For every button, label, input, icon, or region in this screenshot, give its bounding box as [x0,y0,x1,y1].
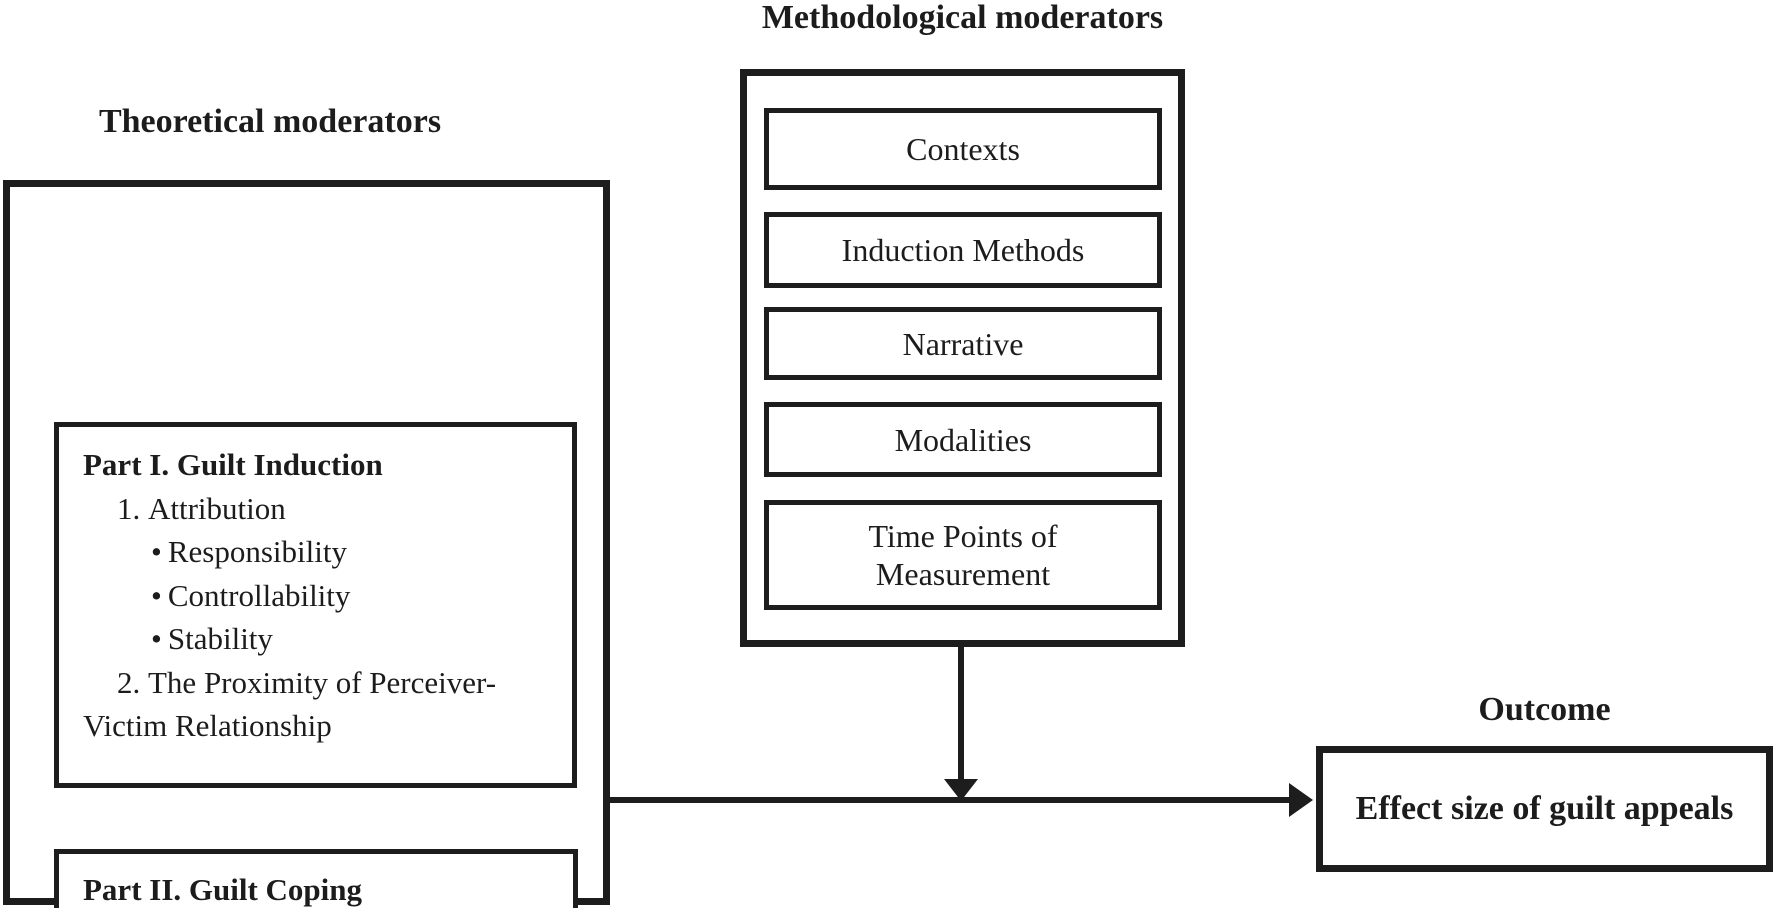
bullet-icon: • [151,577,162,613]
part2-guilt-coping-box: Part II. Guilt Coping 1. Recommendation … [54,849,578,908]
modalities-box: Modalities [764,402,1162,477]
moderation-arrow-line [958,647,964,780]
bullet-icon: • [151,534,162,569]
part1-item-attribution: 1. Attribution [117,490,286,526]
part1-bullet-responsibility: •Responsibility [151,534,347,569]
effect-arrow-line [610,797,1290,803]
effect-size-label: Effect size of guilt appeals [1355,790,1734,827]
narrative-box: Narrative [764,307,1162,380]
part1-guilt-induction-box: Part I. Guilt Induction 1. Attribution •… [54,422,577,788]
part1-bullet-controllability: •Controllability [151,577,351,613]
arrow-down-icon [944,779,978,801]
methodological-moderators-title: Methodological moderators [761,0,1164,36]
arrow-right-icon [1289,783,1313,817]
part2-heading: Part II. Guilt Coping [83,872,363,907]
part1-item-proximity-continuation: Victim Relationship [83,708,332,743]
outcome-title: Outcome [1478,691,1611,728]
part1-item-proximity: 2. The Proximity of Perceiver- [117,664,497,700]
time-points-of-measurement-box: Time Points of Measurement [764,500,1162,610]
part1-heading: Part I. Guilt Induction [83,447,383,482]
contexts-box: Contexts [764,108,1162,190]
theoretical-moderators-title: Theoretical moderators [98,103,442,140]
part1-bullet-stability: •Stability [151,621,273,656]
bullet-icon: • [151,621,162,656]
induction-methods-box: Induction Methods [764,212,1162,288]
theoretical-moderators-box: Part I. Guilt Induction 1. Attribution •… [3,180,610,908]
outcome-box: Effect size of guilt appeals [1316,746,1773,872]
